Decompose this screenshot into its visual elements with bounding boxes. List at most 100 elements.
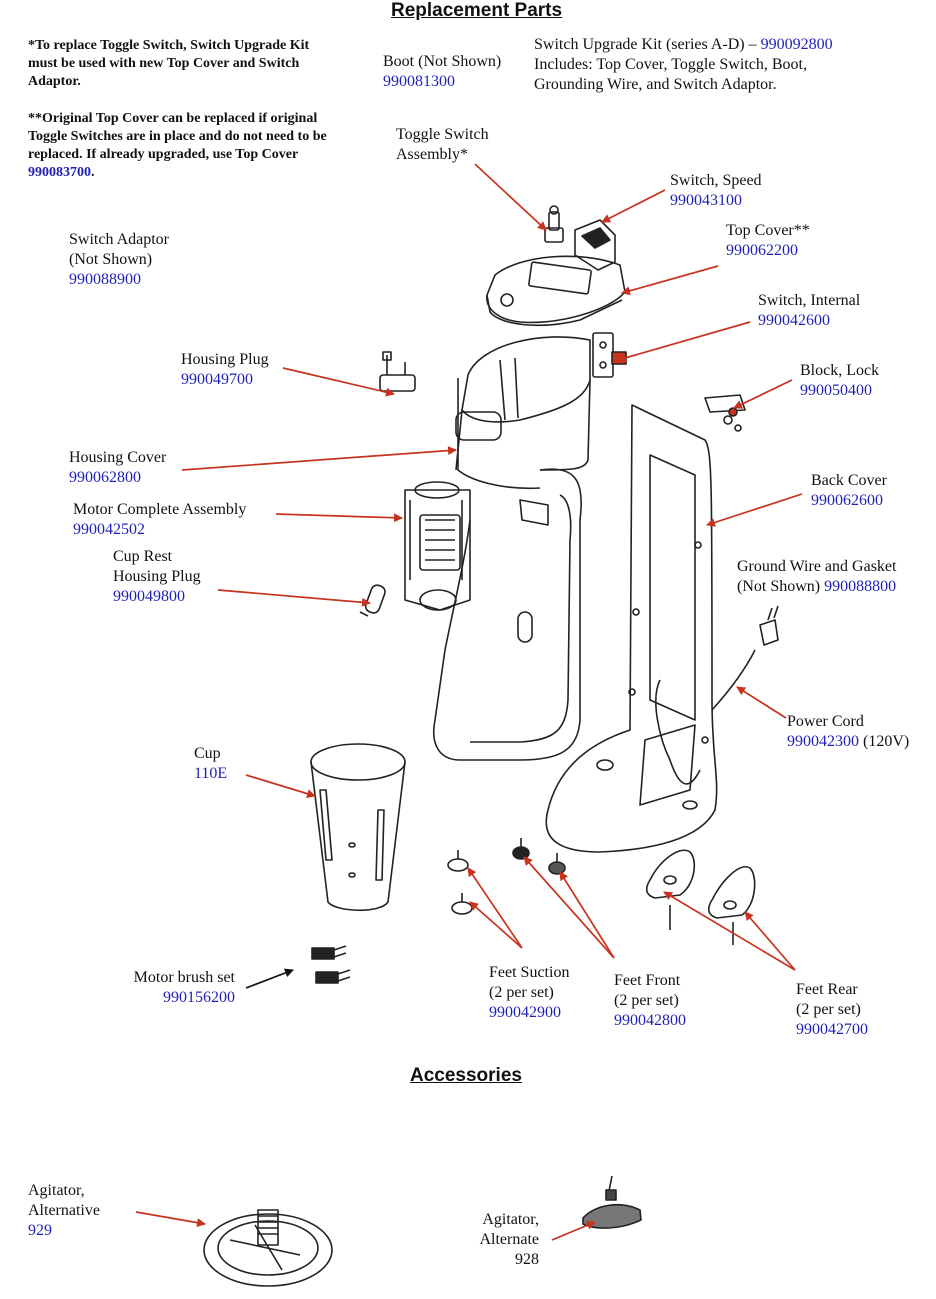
toggle-switch-drawing bbox=[544, 205, 564, 243]
housing-plug-drawing bbox=[379, 351, 416, 392]
arrow-housing-cover bbox=[181, 446, 457, 471]
agitator-alternate-drawing bbox=[582, 1175, 642, 1229]
toggle-switch-label: Toggle Switch Assembly* bbox=[396, 125, 489, 165]
power-cord-label: Power Cord 990042300 (120V) bbox=[787, 712, 909, 752]
power-cord-pn: 990042300 bbox=[787, 733, 859, 750]
arrow-agitator-alternative bbox=[135, 1211, 206, 1228]
top-cover-note-text: **Original Top Cover can be replaced if … bbox=[28, 111, 327, 162]
arrow-top-cover bbox=[621, 265, 719, 296]
arrow-feet-rear-b bbox=[744, 911, 796, 971]
feet-rear-pn: 990042700 bbox=[796, 1021, 868, 1038]
feet-rear-label: Feet Rear (2 per set) 990042700 bbox=[796, 980, 868, 1040]
speed-switch-drawing bbox=[574, 219, 616, 271]
feet-rear-name: Feet Rear bbox=[796, 981, 858, 998]
ground-wire-name-2: (Not Shown) bbox=[737, 578, 825, 595]
arrow-feet-front-b bbox=[559, 871, 615, 959]
cup-rest-plug-drawing bbox=[359, 584, 386, 617]
motor-complete-label: Motor Complete Assembly 990042502 bbox=[73, 500, 246, 540]
arrow-housing-plug bbox=[282, 367, 395, 397]
housing-body-drawing bbox=[433, 336, 591, 761]
cup-rest-name: Cup Rest bbox=[113, 548, 173, 565]
back-cover-label: Back Cover 990062600 bbox=[811, 471, 887, 511]
ground-wire-name: Ground Wire and Gasket bbox=[737, 558, 897, 575]
feet-suction-name: Feet Suction bbox=[489, 964, 570, 981]
cup-drawing bbox=[310, 743, 406, 912]
switch-internal-pn: 990042600 bbox=[758, 312, 830, 329]
feet-front-pn: 990042800 bbox=[614, 1012, 686, 1029]
upgrade-kit-label: Switch Upgrade Kit (series A-D) – 990092… bbox=[534, 35, 833, 95]
housing-plug-pn: 990049700 bbox=[181, 371, 253, 388]
arrow-switch-speed bbox=[601, 189, 666, 223]
upgrade-kit-title: Switch Upgrade Kit (series A-D) – bbox=[534, 36, 761, 53]
switch-adaptor-label: Switch Adaptor (Not Shown) 990088900 bbox=[69, 230, 169, 290]
arrow-power-cord bbox=[736, 686, 787, 719]
housing-plug-label: Housing Plug 990049700 bbox=[181, 350, 269, 390]
housing-cover-name: Housing Cover bbox=[69, 449, 167, 466]
top-cover-note: **Original Top Cover can be replaced if … bbox=[28, 110, 346, 182]
top-cover-name: Top Cover** bbox=[726, 222, 810, 239]
arrow-cup-rest bbox=[217, 589, 371, 607]
arrow-switch-internal bbox=[617, 321, 751, 363]
ground-wire-pn: 990088800 bbox=[824, 578, 897, 595]
agitator-alternative-name: Agitator, bbox=[28, 1182, 85, 1199]
block-lock-name: Block, Lock bbox=[800, 362, 880, 379]
boot-label: Boot (Not Shown) 990081300 bbox=[383, 52, 501, 92]
cup-label: Cup 110E bbox=[194, 744, 227, 784]
cup-rest-name-2: Housing Plug bbox=[113, 568, 201, 585]
feet-rear-qty: (2 per set) bbox=[796, 1001, 861, 1018]
cup-rest-pn: 990049800 bbox=[113, 588, 185, 605]
upgrade-kit-includes: Includes: Top Cover, Toggle Switch, Boot… bbox=[534, 56, 807, 73]
boot-name: Boot (Not Shown) bbox=[383, 53, 502, 70]
arrow-motor-brush bbox=[245, 968, 294, 989]
motor-brush-drawing bbox=[311, 945, 351, 984]
feet-suction-qty: (2 per set) bbox=[489, 984, 554, 1001]
switch-speed-label: Switch, Speed 990043100 bbox=[670, 171, 762, 211]
top-cover-note-pn: 990083700 bbox=[28, 165, 91, 180]
upgrade-kit-includes-2: Grounding Wire, and Switch Adaptor. bbox=[534, 76, 777, 93]
motor-brush-name: Motor brush set bbox=[133, 969, 235, 986]
upgrade-kit-pn: 990092800 bbox=[760, 36, 833, 53]
arrow-block-lock bbox=[733, 379, 793, 409]
top-cover-pn: 990062200 bbox=[726, 242, 798, 259]
arrow-feet-suction-b bbox=[469, 901, 523, 949]
toggle-switch-name: Toggle Switch bbox=[396, 126, 489, 143]
agitator-alternate-label: Agitator, Alternate 928 bbox=[460, 1210, 539, 1270]
block-lock-label: Block, Lock 990050400 bbox=[800, 361, 879, 401]
switch-speed-name: Switch, Speed bbox=[670, 172, 762, 189]
power-cord-name: Power Cord bbox=[787, 713, 864, 730]
switch-adaptor-pn: 990088900 bbox=[69, 271, 141, 288]
top-cover-label: Top Cover** 990062200 bbox=[726, 221, 810, 261]
agitator-alternative-pn: 929 bbox=[28, 1222, 52, 1239]
switch-speed-pn: 990043100 bbox=[670, 192, 742, 209]
housing-cover-pn: 990062800 bbox=[69, 469, 141, 486]
agitator-alternative-drawing bbox=[203, 1209, 333, 1287]
internal-switch-drawing bbox=[592, 332, 627, 378]
agitator-alternative-label: Agitator, Alternative 929 bbox=[28, 1181, 100, 1241]
block-lock-drawing bbox=[704, 394, 746, 432]
agitator-alternate-pn: 928 bbox=[515, 1251, 539, 1268]
power-cord-voltage: (120V) bbox=[859, 733, 910, 750]
feet-front-qty: (2 per set) bbox=[614, 992, 679, 1009]
ground-wire-label: Ground Wire and Gasket (Not Shown) 99008… bbox=[737, 557, 896, 597]
back-cover-drawing bbox=[545, 404, 718, 853]
arrow-feet-suction-a bbox=[467, 867, 523, 949]
power-cord-drawing bbox=[655, 605, 779, 785]
motor-complete-name: Motor Complete Assembly bbox=[73, 501, 247, 518]
replacement-parts-heading: Replacement Parts bbox=[391, 0, 563, 21]
feet-suction-label: Feet Suction (2 per set) 990042900 bbox=[489, 963, 569, 1023]
arrow-feet-rear-a bbox=[663, 891, 796, 971]
agitator-alternative-name-2: Alternative bbox=[28, 1202, 100, 1219]
toggle-switch-note: *To replace Toggle Switch, Switch Upgrad… bbox=[28, 38, 310, 89]
feet-front-label: Feet Front (2 per set) 990042800 bbox=[614, 971, 686, 1031]
switch-adaptor-name-2: (Not Shown) bbox=[69, 251, 153, 268]
motor-brush-pn: 990156200 bbox=[163, 989, 235, 1006]
back-cover-name: Back Cover bbox=[811, 472, 887, 489]
motor-brush-label: Motor brush set 990156200 bbox=[112, 968, 235, 1008]
top-cover-drawing bbox=[486, 255, 626, 327]
block-lock-pn: 990050400 bbox=[800, 382, 872, 399]
accessories-heading: Accessories bbox=[410, 1065, 522, 1086]
arrow-toggle-switch bbox=[474, 163, 547, 231]
top-cover-note-end: . bbox=[91, 165, 95, 180]
arrow-agitator-alternate bbox=[551, 1220, 596, 1241]
